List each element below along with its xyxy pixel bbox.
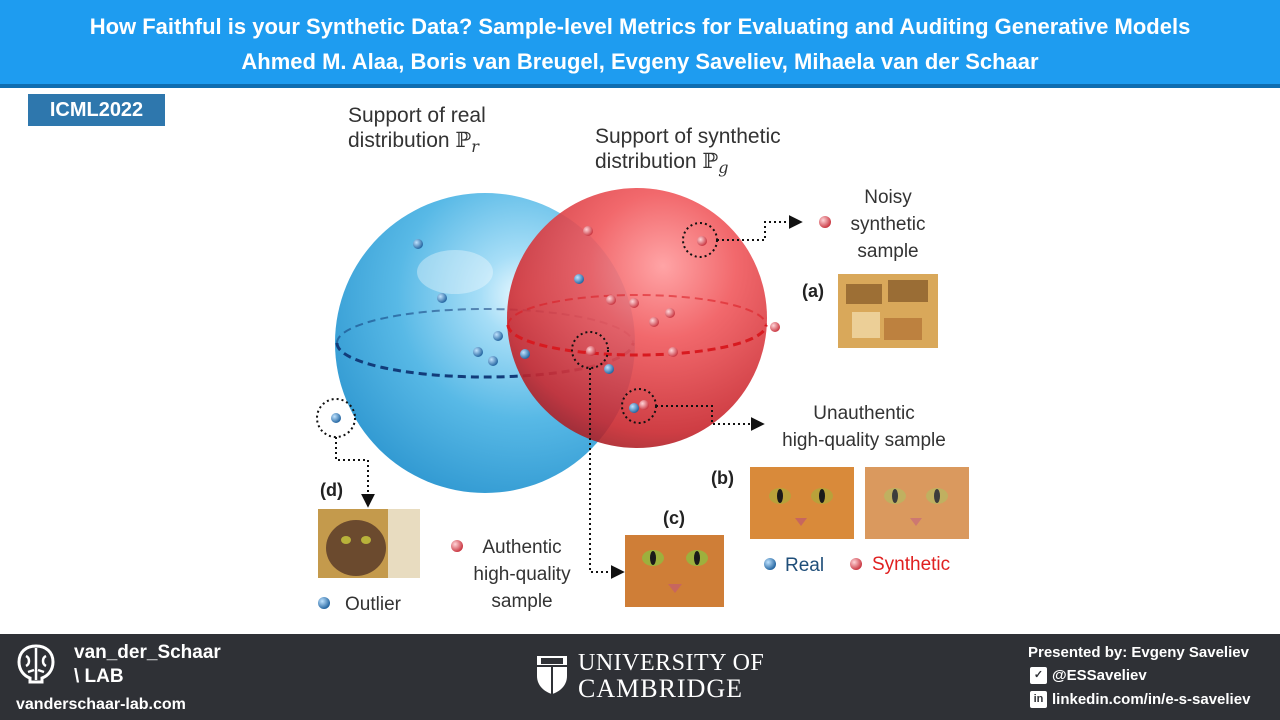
real-point [604,364,614,374]
real-point [488,356,498,366]
brain-logo-icon [17,644,55,684]
noisy-synthetic-image [838,274,938,348]
linkedin-icon: in [1030,691,1047,708]
real-support-label: Support of real distribution ℙr [348,104,486,156]
noisy-sample-label: Noisy synthetic sample [850,187,926,262]
real-distribution-symbol: ℙr [455,128,479,156]
twitter-icon: ✓ [1030,667,1047,684]
synthetic-legend-dot [850,558,862,570]
out-of-support-synthetic-point [770,322,780,332]
synthetic-equator [506,324,768,357]
outlier-legend-dot [318,597,330,609]
university-name-line2: CAMBRIDGE [578,674,744,703]
outlier-label: Outlier [345,594,401,615]
presenter-name: Presented by: Evgeny Saveliev [1028,644,1249,661]
outlier-cat-image-d [318,509,420,578]
footer-bar: van_der_Schaar \ LAB vanderschaar-lab.co… [0,634,1280,720]
outlier-point [331,413,341,423]
panel-tag-c: (c) [663,508,685,528]
paper-title: How Faithful is your Synthetic Data? Sam… [89,14,1191,39]
unauthentic-arrow [656,405,765,431]
paper-authors: Ahmed M. Alaa, Boris van Breugel, Evgeny… [241,49,1039,74]
synthetic-point [629,298,639,308]
real-sphere-highlight [417,250,493,294]
lab-website-link[interactable]: vanderschaar-lab.com [16,696,186,713]
real-legend-dot [764,558,776,570]
authentic-arrow [589,368,625,579]
title-banner: How Faithful is your Synthetic Data? Sam… [0,0,1280,88]
synthetic-distribution-symbol: ℙg [702,149,729,177]
real-legend-label: Real [785,555,825,576]
outlier-arrow [335,437,375,508]
synthetic-equator-back [507,294,767,326]
panel-tag-d: (d) [320,480,343,500]
lab-name-line1: van_der_Schaar [74,642,221,663]
authentic-legend-dot [451,540,463,552]
authentic-cat-image-c [625,535,724,607]
unauthentic-sample-label: Unauthentic high-quality sample [782,403,946,451]
cambridge-crest-icon [537,656,567,694]
real-point [574,274,584,284]
synthetic-point [586,346,596,356]
authentic-callout-circle [571,331,609,369]
panel-tag-a: (a) [802,281,824,301]
university-name-line1: UNIVERSITY OF [578,650,765,676]
synthetic-point [583,226,593,236]
real-point [437,293,447,303]
synthetic-point [639,400,649,410]
synthetic-legend-label: Synthetic [872,554,951,575]
synthetic-distribution-sphere [507,188,767,448]
linkedin-profile-link[interactable]: linkedin.com/in/e-s-saveliev [1052,691,1251,708]
noisy-legend-dot [819,216,831,228]
outlier-callout-circle [316,398,356,438]
real-point [520,349,530,359]
synthetic-point [668,347,678,357]
real-cat-image-b [750,467,854,539]
conference-badge: ICML2022 [28,94,165,126]
lab-name-line2: \ LAB [74,666,124,687]
noisy-arrow [717,215,803,241]
real-point [629,403,639,413]
real-point [493,331,503,341]
synthetic-support-label: Support of synthetic distribution ℙg [595,125,781,177]
noisy-synthetic-point [697,236,707,246]
synthetic-point [606,295,616,305]
real-point [473,347,483,357]
panel-tag-b: (b) [711,468,734,488]
authentic-sample-label: Authentic high-quality sample [473,537,571,612]
synthetic-point [665,308,675,318]
synthetic-point [649,317,659,327]
twitter-handle-link[interactable]: @ESSaveliev [1052,667,1147,684]
synthetic-cat-image-b [865,467,969,539]
real-point [413,239,423,249]
